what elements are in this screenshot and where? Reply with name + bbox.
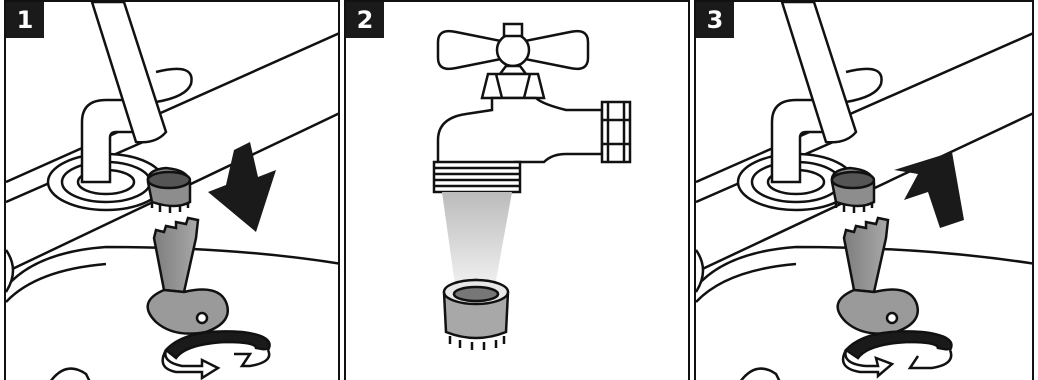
tap-body: [438, 66, 630, 172]
key-tool: [148, 218, 228, 334]
down-arrow-icon: [208, 142, 276, 232]
step-number-badge: 1: [6, 2, 44, 38]
water-spray: [442, 192, 512, 292]
step-1-panel: 1: [4, 0, 340, 380]
step-2-panel: 2: [344, 0, 690, 380]
rotation-arrow-icon: [843, 331, 951, 376]
step-3-illustration: [696, 2, 1034, 380]
aerator: [148, 168, 190, 213]
step-number-badge: 3: [696, 2, 734, 38]
aerator: [444, 280, 508, 350]
step-2-illustration: [346, 2, 690, 380]
tap-threads: [434, 162, 520, 192]
step-3-panel: 3: [694, 0, 1034, 380]
up-arrow-icon: [894, 152, 964, 228]
step-number-badge: 2: [346, 2, 384, 38]
step-1-illustration: [6, 2, 340, 380]
rotation-arrow-icon: [163, 331, 270, 378]
tap-handle: [438, 24, 588, 69]
key-tool: [838, 218, 918, 334]
